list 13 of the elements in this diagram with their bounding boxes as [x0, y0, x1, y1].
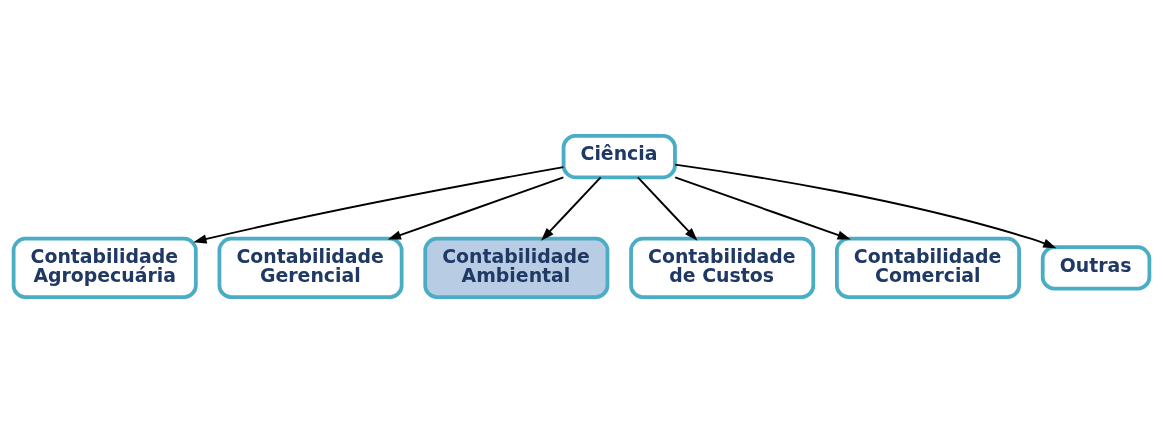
node-box: Contabilidade Gerencial — [217, 236, 404, 300]
arrow — [636, 176, 698, 241]
node-box: Ciência — [561, 133, 677, 180]
node-box: Contabilidade de Custos — [629, 236, 816, 300]
node-box: Contabilidade Ambiental — [423, 236, 610, 300]
node-box: Outras — [1040, 245, 1152, 291]
arrow — [674, 163, 1057, 249]
arrow — [193, 166, 565, 244]
arrow — [674, 176, 851, 240]
arrow — [541, 176, 602, 241]
node-box: Contabilidade Agropecuária — [11, 236, 198, 300]
arrow — [387, 176, 565, 240]
node-box: Contabilidade Comercial — [835, 236, 1021, 300]
